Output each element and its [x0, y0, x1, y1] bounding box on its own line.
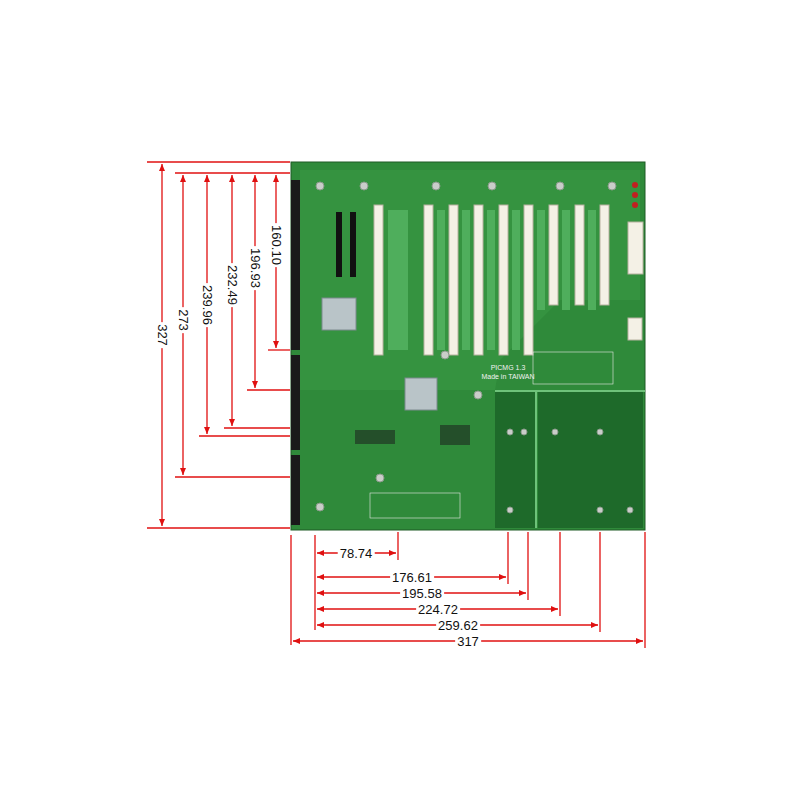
- dimension-label: 232.49: [225, 263, 240, 307]
- dimension-label: 196.93: [248, 246, 263, 290]
- dimension-label: 327: [155, 322, 170, 348]
- board-marking: Made in TAIWAN: [481, 373, 534, 381]
- dimension-label: 224.72: [416, 602, 460, 617]
- board-marking: PICMG 1.3: [491, 364, 526, 372]
- dimension-label: 176.61: [390, 570, 434, 585]
- dimension-label: 259.62: [436, 618, 480, 633]
- dimension-label: 273: [176, 307, 191, 333]
- dimension-label: 317: [455, 634, 481, 649]
- dimension-label: 160.10: [269, 223, 284, 267]
- dimension-label: 195.58: [400, 586, 444, 601]
- dimension-label: 78.74: [338, 546, 375, 561]
- dimension-label: 239.96: [200, 283, 215, 327]
